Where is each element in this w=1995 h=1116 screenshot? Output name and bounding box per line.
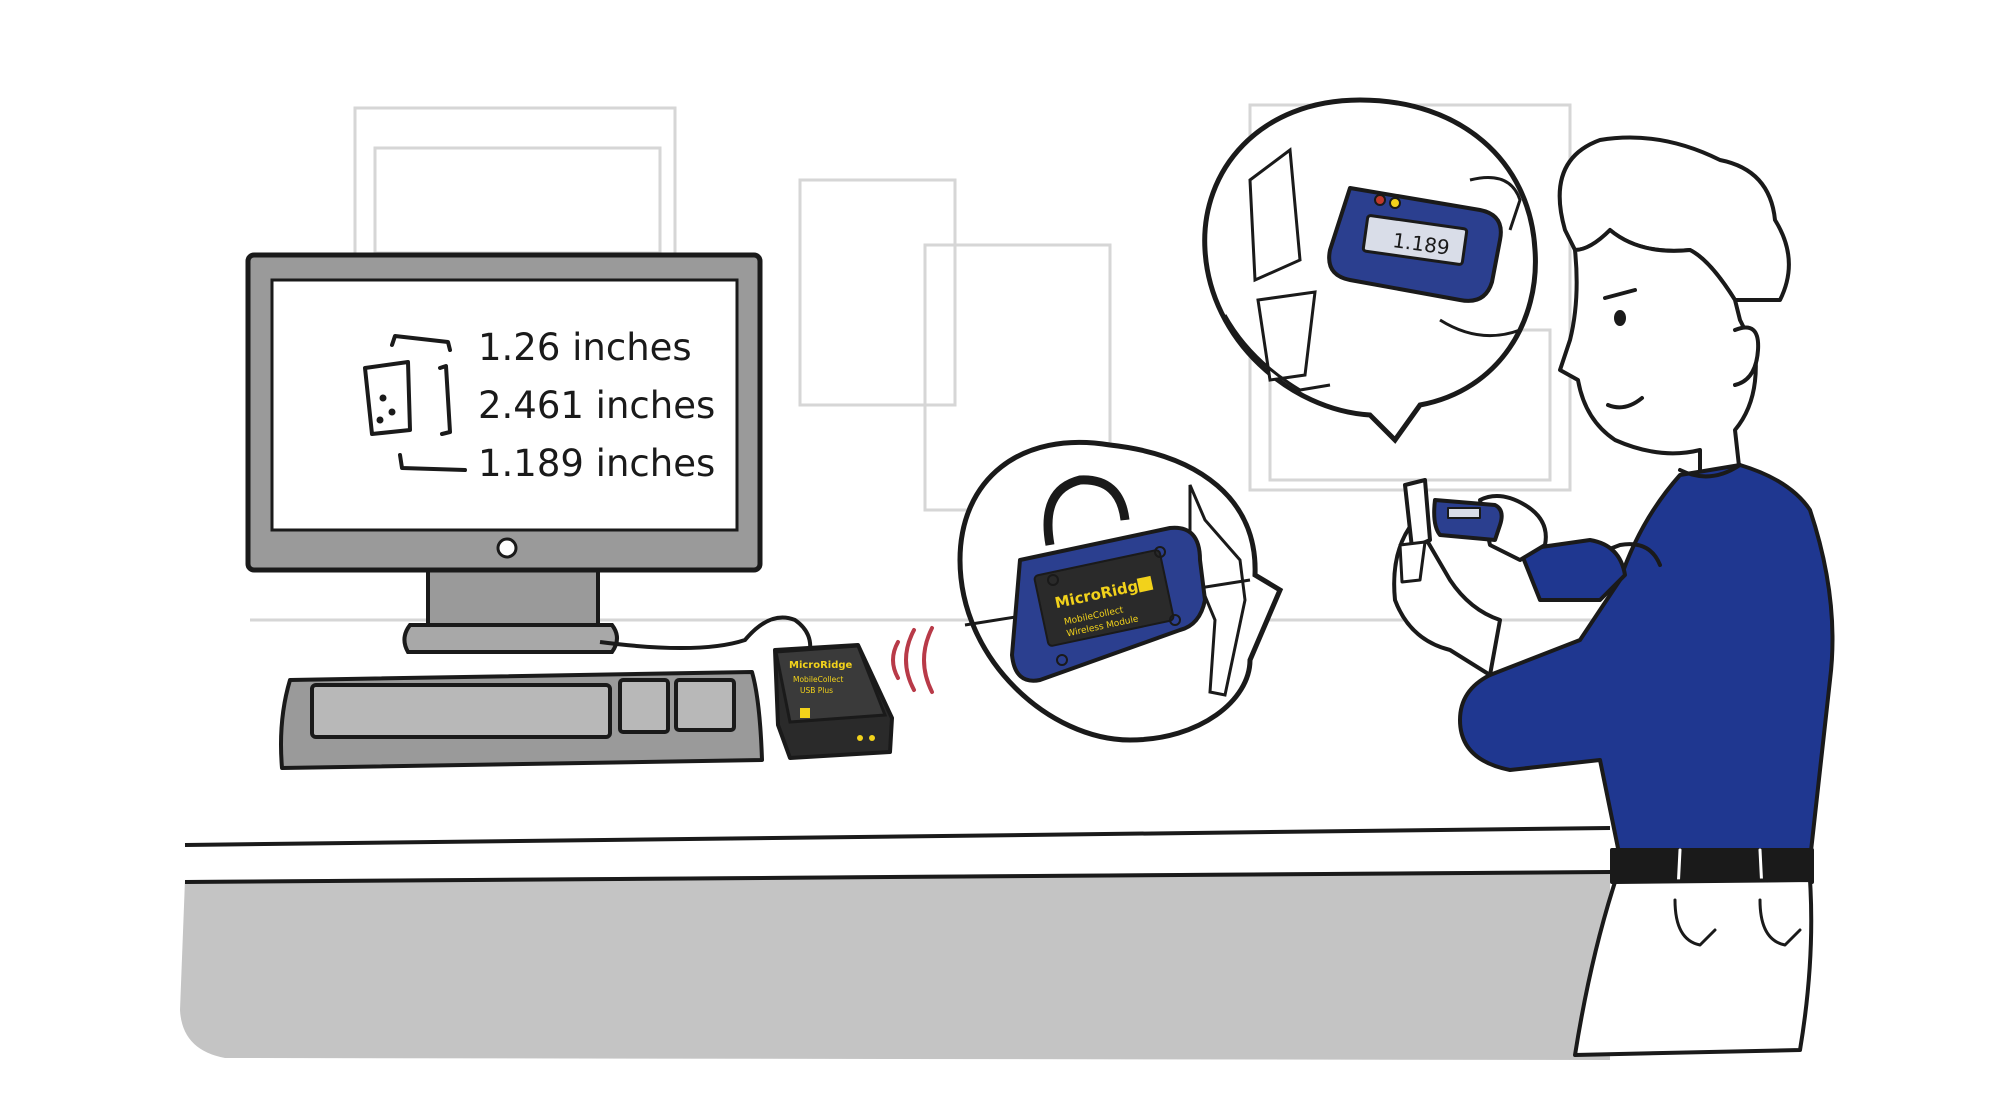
- keyboard-arrow-keys: [618, 678, 670, 734]
- caliper-readout-callout: 1.189: [1202, 97, 1538, 444]
- module-screw: [1154, 546, 1166, 558]
- person-pocket: [1758, 898, 1802, 947]
- person-face: [1558, 228, 1758, 482]
- receiver-logo: [800, 708, 810, 718]
- receiver-line-1: MobileCollect: [793, 675, 843, 684]
- wireless-module-callout: MicroRidge MobileCollect Wireless Module: [957, 439, 1284, 743]
- module-label: [1033, 549, 1175, 647]
- cup-icon: [363, 360, 412, 436]
- person-belt: [1610, 848, 1814, 884]
- caliper-button-yellow: [1389, 197, 1401, 209]
- thumb: [1469, 176, 1522, 231]
- finger: [1439, 318, 1521, 338]
- person-ear: [1733, 325, 1761, 387]
- person-smile: [1606, 396, 1644, 410]
- usb-receiver: MicroRidge MobileCollect USB Plus: [773, 643, 894, 760]
- held-caliper-jaw: [1403, 478, 1432, 550]
- width-bracket: [390, 334, 452, 352]
- wireless-signal-icon: [891, 626, 934, 694]
- measurement-line-1: 1.26 inches: [478, 326, 692, 369]
- signal-arc: [904, 628, 916, 692]
- held-cup: [1398, 540, 1427, 584]
- person-arm-fold: [1553, 542, 1662, 572]
- monitor-cable: [599, 615, 813, 651]
- monitor-power-button: [496, 537, 518, 559]
- person-upper-arm: [1518, 538, 1627, 602]
- receiver-led: [869, 735, 875, 741]
- wall-paper-center: [798, 178, 957, 407]
- module-screw: [1047, 574, 1059, 586]
- receiver-brand: MicroRidge: [789, 660, 853, 671]
- person-collar: [1678, 463, 1742, 479]
- cup-dot: [379, 394, 387, 402]
- counter: [180, 826, 1611, 1060]
- measurement-line-3: 1.189 inches: [478, 442, 715, 485]
- keyboard: [279, 670, 764, 770]
- screen-cup-sketch: [363, 334, 467, 472]
- caliper-jaw-upper: [1248, 147, 1302, 283]
- keyboard-main-keys: [310, 683, 612, 739]
- counter-top-edge: [184, 826, 1611, 847]
- held-caliper-display: [1447, 507, 1481, 519]
- cup-dot: [376, 416, 384, 424]
- receiver-led: [857, 735, 863, 741]
- module-strap: [1043, 475, 1130, 546]
- keyboard-numpad: [674, 678, 736, 732]
- receiver-line-2: USB Plus: [800, 686, 833, 695]
- receiver-top: [774, 644, 888, 724]
- caliper-button-red: [1374, 194, 1386, 206]
- cup-in-jaws: [1256, 290, 1317, 382]
- person-pants: [1573, 878, 1814, 1057]
- measurement-line-2: 2.461 inches: [478, 384, 715, 427]
- held-caliper-body: [1432, 498, 1504, 542]
- person-eyebrow: [1603, 288, 1637, 300]
- depth-bracket: [398, 453, 467, 472]
- person-pocket: [1673, 898, 1717, 947]
- counter-front-edge: [184, 870, 1611, 884]
- wall-frame-left-inner: [373, 146, 662, 255]
- module-qr-logo: [1136, 575, 1154, 593]
- monitor-screen: [270, 278, 739, 532]
- computer-monitor: 1.26 inches 2.461 inches 1.189 inches: [245, 252, 763, 654]
- cup-dot: [388, 408, 396, 416]
- person: [1392, 135, 1835, 1057]
- hand-in-bubble: [1223, 314, 1331, 392]
- person-eye: [1614, 310, 1626, 326]
- counter-front: [180, 870, 1610, 1060]
- monitor-stand-neck: [426, 566, 600, 627]
- signal-arc: [922, 626, 934, 694]
- module-screw: [1169, 614, 1181, 626]
- monitor-stand-base: [402, 623, 619, 654]
- signal-arc: [891, 640, 900, 680]
- height-bracket: [438, 364, 452, 436]
- caliper-display: [1361, 214, 1469, 266]
- module-screw: [1056, 654, 1068, 666]
